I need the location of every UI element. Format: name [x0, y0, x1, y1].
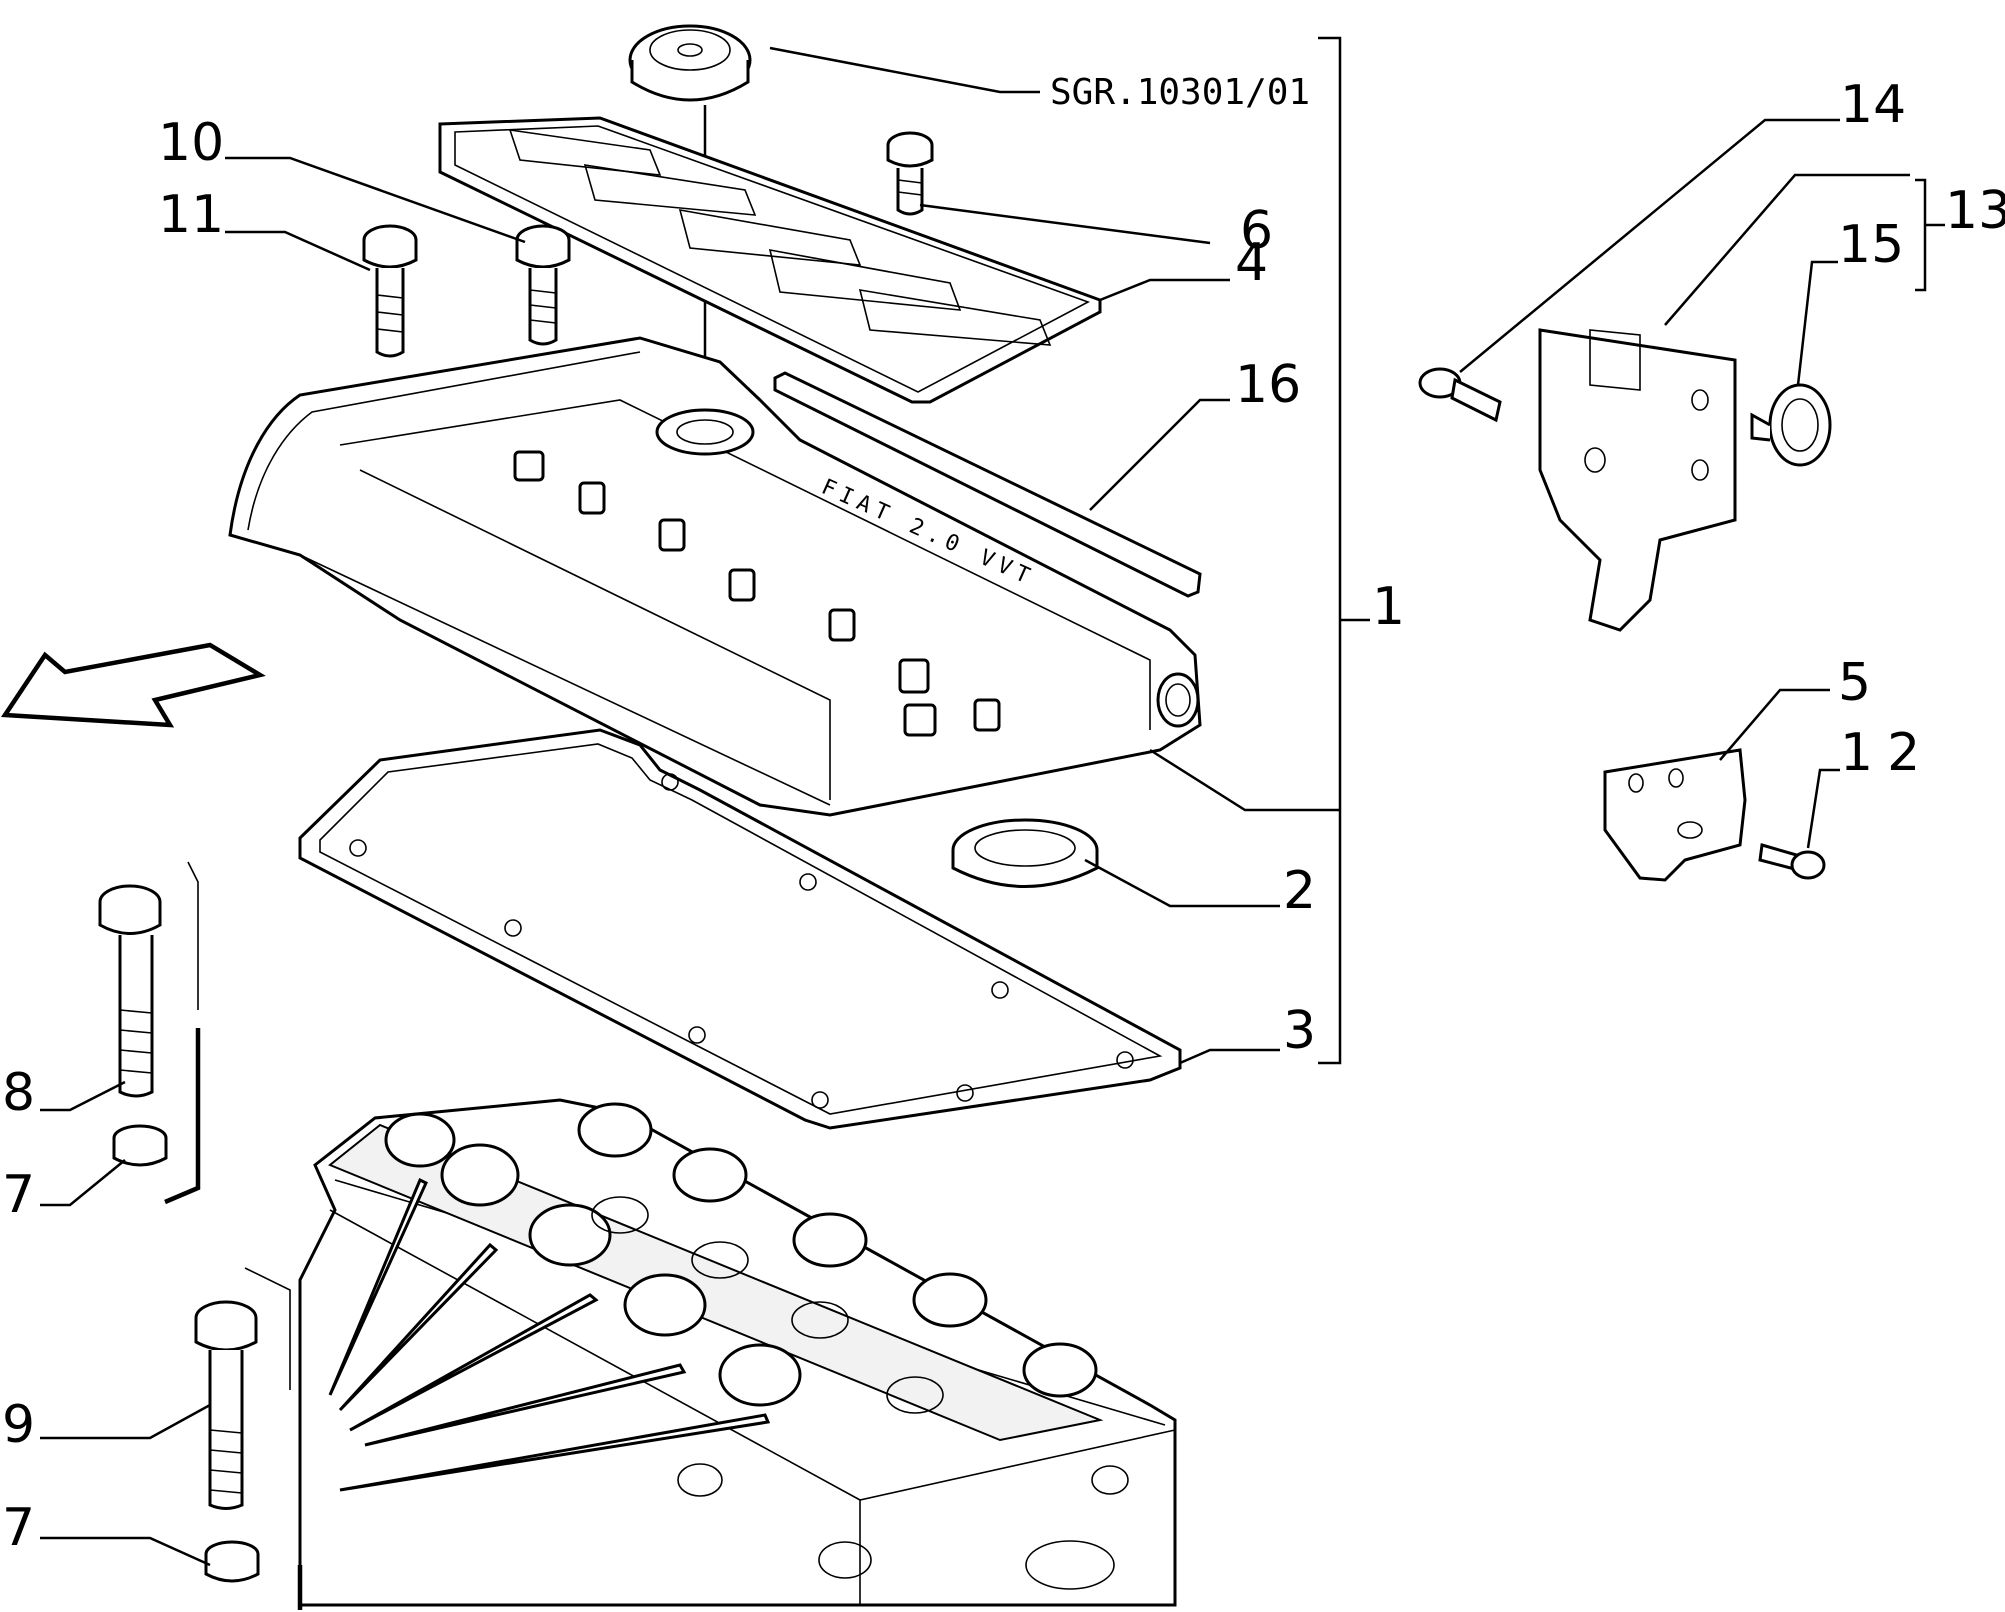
- callout-10: 10: [158, 113, 224, 173]
- callout-9: 9: [2, 1395, 35, 1455]
- bolt-9: [194, 1300, 258, 1510]
- bolt-11: [362, 224, 418, 358]
- bracket-5: [1603, 748, 1747, 882]
- leader-reference: [769, 46, 1040, 94]
- cover-plate: [438, 116, 1102, 404]
- leader-15: [1796, 260, 1838, 386]
- leader-11: [225, 230, 371, 272]
- callout-1: 1: [1372, 577, 1405, 637]
- callout-13: 13: [1945, 181, 2005, 241]
- callout-3: 3: [1283, 1001, 1316, 1061]
- seal-ring-2: [951, 818, 1099, 888]
- cover-gasket: [298, 728, 1182, 1130]
- leader-4: [1099, 278, 1230, 302]
- valve-cover: FIAT 2.0 VVT: [228, 336, 1202, 817]
- callout-8: 8: [2, 1063, 35, 1123]
- callout-14: 14: [1840, 75, 1906, 135]
- washer-7-bottom: [204, 1540, 260, 1583]
- plug-15: [1750, 383, 1832, 467]
- leader-7b: [40, 1536, 211, 1567]
- callout-12: 12: [1840, 723, 1934, 783]
- leader-3: [1179, 1048, 1280, 1065]
- bracket-group-13: [1915, 178, 1927, 292]
- bolt-8: [98, 884, 162, 1098]
- leader-14: [1459, 118, 1840, 373]
- bracket-bolt9-upper: [244, 1267, 291, 1390]
- bracket-group-1: [1318, 36, 1342, 1065]
- leader-16: [1089, 398, 1230, 511]
- callout-2: 2: [1283, 861, 1316, 921]
- bolt-6: [886, 131, 934, 216]
- bracket-bolt8-upper: [187, 861, 199, 1010]
- sensor-bracket-13: [1538, 328, 1737, 632]
- leader-13-part: [1664, 173, 1910, 326]
- leader-2: [1084, 858, 1280, 908]
- leader-12: [1806, 768, 1840, 849]
- callout-7b: 7: [2, 1498, 35, 1558]
- cylinder-head: [298, 1098, 1177, 1607]
- leader-5: [1719, 688, 1830, 761]
- bolt-14: [1418, 367, 1502, 423]
- front-direction-arrow: [0, 642, 266, 728]
- callout-11: 11: [158, 185, 224, 245]
- callout-7a: 7: [2, 1165, 35, 1225]
- leader-6: [919, 203, 1211, 245]
- leader-7a: [40, 1159, 126, 1207]
- bolt-10: [515, 224, 571, 346]
- leader-10: [225, 156, 526, 244]
- callout-6: 6: [1240, 201, 1273, 261]
- callout-5: 5: [1838, 653, 1871, 713]
- screw-12: [1758, 843, 1826, 880]
- callout-4: 4: [1235, 233, 1268, 293]
- leader-cover-to-1: [1149, 748, 1340, 812]
- reference-code: SGR.10301/01: [1050, 72, 1310, 113]
- leader-8: [40, 1080, 126, 1112]
- callout-16: 16: [1235, 355, 1301, 415]
- bracket-bolt8: [164, 1028, 201, 1205]
- bolt-hole-pointers: [328, 1177, 771, 1492]
- oil-filler-cap: [628, 24, 752, 420]
- callout-15: 15: [1838, 215, 1904, 275]
- washer-7-top: [112, 1124, 168, 1167]
- seal-strip-16: [773, 371, 1202, 598]
- leader-9: [40, 1403, 211, 1440]
